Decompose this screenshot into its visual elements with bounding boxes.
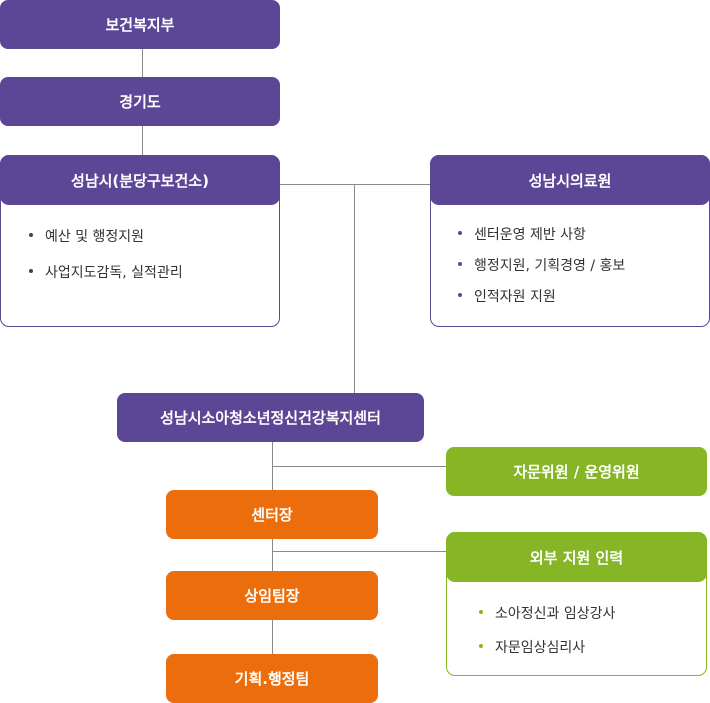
health-center-card: 성남시(분당구보건소) 예산 및 행정지원 사업지도감독, 실적관리 <box>0 155 280 327</box>
bullet-icon <box>479 644 483 648</box>
external-support-list: 소아정신과 임상강사 자문임상심리사 <box>479 603 615 657</box>
external-support-card: 외부 지원 인력 소아정신과 임상강사 자문임상심리사 <box>446 532 707 676</box>
ministry-node: 보건복지부 <box>0 0 280 49</box>
youth-center-node: 성남시소아청소년정신건강복지센터 <box>117 393 424 442</box>
connector-ministry-province <box>142 49 143 77</box>
director-node: 센터장 <box>166 490 378 539</box>
list-item: 센터운영 제반 사항 <box>458 224 625 244</box>
connector-external <box>272 551 446 552</box>
medical-center-list: 센터운영 제반 사항 행정지원, 기획경영 / 홍보 인적자원 지원 <box>458 224 625 306</box>
connector-advisory <box>272 466 446 467</box>
bullet-icon <box>458 293 462 297</box>
connector-to-youth-center <box>354 184 355 393</box>
bullet-icon <box>479 610 483 614</box>
bullet-icon <box>458 231 462 235</box>
bullet-icon <box>29 233 33 237</box>
connector-youth-spine <box>272 442 273 654</box>
medical-center-title: 성남시의료원 <box>430 155 710 205</box>
province-node: 경기도 <box>0 77 280 126</box>
bullet-icon <box>29 269 33 273</box>
list-item: 행정지원, 기획경영 / 홍보 <box>458 255 625 275</box>
list-item: 예산 및 행정지원 <box>29 226 183 246</box>
connector-province-health <box>142 126 143 155</box>
list-item: 인적자원 지원 <box>458 286 625 306</box>
advisory-node: 자문위원 / 운영위원 <box>446 447 707 496</box>
bullet-icon <box>458 262 462 266</box>
list-item: 사업지도감독, 실적관리 <box>29 262 183 282</box>
planning-team-node: 기획.행정팀 <box>166 654 378 703</box>
health-center-list: 예산 및 행정지원 사업지도감독, 실적관리 <box>29 226 183 282</box>
list-item: 소아정신과 임상강사 <box>479 603 615 623</box>
health-center-title: 성남시(분당구보건소) <box>0 155 280 205</box>
counseling-lead-node: 상임팀장 <box>166 571 378 620</box>
medical-center-card: 성남시의료원 센터운영 제반 사항 행정지원, 기획경영 / 홍보 인적자원 지… <box>430 155 710 327</box>
external-support-title: 외부 지원 인력 <box>446 532 707 582</box>
list-item: 자문임상심리사 <box>479 637 615 657</box>
